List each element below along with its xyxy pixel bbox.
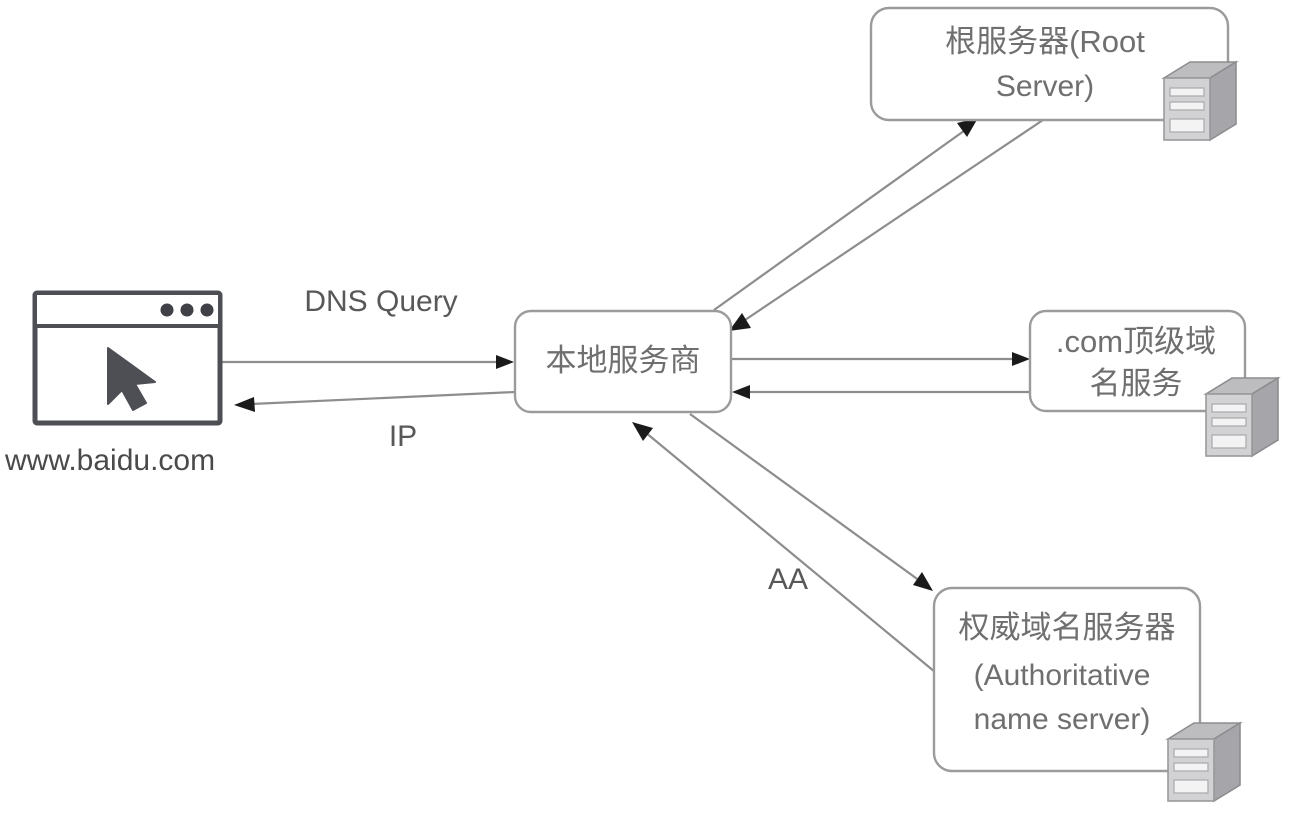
edge-label-dns-query: DNS Query [304, 285, 457, 318]
edge-label-ip: IP [389, 420, 417, 453]
authoritative-label-line1: 权威域名服务器 [959, 610, 1176, 645]
edge-tld-to-resolver [732, 385, 1030, 399]
edge-client-to-resolver [222, 355, 514, 369]
mouse-cursor-icon [107, 347, 156, 411]
edge-resolver-to-authoritative [689, 413, 933, 591]
local-service-provider-node[interactable]: 本地服务商 [513, 309, 733, 414]
edge-label-aa: AA [768, 563, 808, 596]
browser-client-node[interactable] [32, 290, 223, 426]
authoritative-name-server-node[interactable]: 权威域名服务器 (Authoritative name server) [932, 586, 1243, 803]
browser-titlebar [33, 291, 222, 328]
com-tld-label-line1: .com顶级域 [1056, 324, 1216, 359]
edge-resolver-to-client [234, 390, 516, 412]
authoritative-label-line3: name server) [974, 703, 1151, 736]
server-rack-icon-root [1161, 60, 1239, 142]
server-rack-icon-authoritative [1165, 721, 1243, 803]
browser-dot-1 [160, 303, 174, 317]
edge-authoritative-to-resolver [632, 422, 936, 673]
local-service-provider-label: 本地服务商 [546, 343, 701, 378]
com-tld-server-node[interactable]: .com顶级域 名服务 [1028, 309, 1281, 458]
edge-resolver-to-tld [731, 352, 1030, 366]
edge-root-to-resolver [729, 119, 1044, 331]
browser-dot-3 [200, 303, 214, 317]
client-url-label: www.baidu.com [4, 444, 215, 477]
server-rack-icon-tld [1203, 376, 1281, 458]
root-server-node[interactable]: 根服务器(Root Server) [869, 6, 1239, 142]
authoritative-label-line2: (Authoritative [974, 659, 1151, 692]
root-server-label-line1: 根服务器(Root [945, 24, 1145, 59]
edge-resolver-to-root [713, 118, 978, 311]
root-server-label-line2: Server) [996, 70, 1094, 103]
com-tld-label-line2: 名服务 [1090, 366, 1183, 401]
browser-dot-2 [180, 303, 194, 317]
